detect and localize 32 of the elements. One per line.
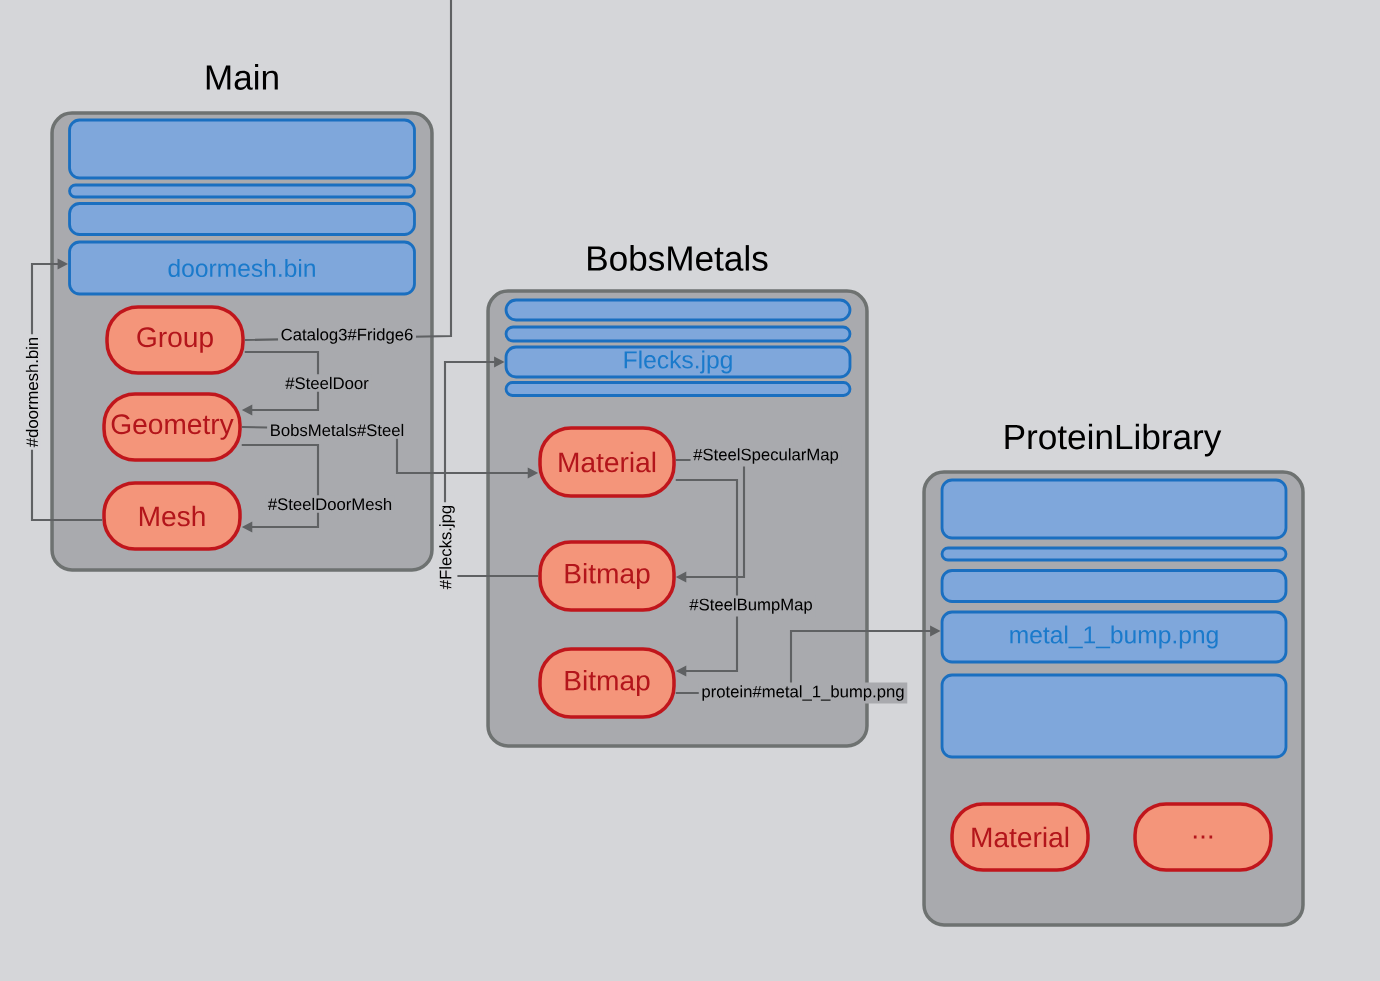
file-bar [940,478,1288,540]
edge-label: #SteelDoorMesh [265,495,395,513]
object-pill: Geometry [102,392,242,462]
object-pill: Bitmap [538,540,676,612]
edge-label: #SteelDoor [282,374,372,392]
file-bar [68,183,416,199]
file-bar: Flecks.jpg [504,345,852,379]
object-pill: Mesh [102,481,242,551]
file-bar [940,673,1288,759]
edge-label: Catalog3#Fridge6 [278,325,416,347]
object-pill: Bitmap [538,647,676,719]
panel-title: BobsMetals [588,245,768,271]
object-pill: Material [950,802,1090,872]
object-pill: ... [1133,802,1273,872]
file-bar [68,202,416,236]
file-bar [68,118,416,180]
file-bar: doormesh.bin [68,240,416,296]
panel-title: Main [206,64,278,90]
edge-label: #Flecks.jpg [436,502,458,592]
file-bar [940,546,1288,562]
panel-title: ProteinLibrary [1005,423,1222,457]
object-pill: Group [105,305,245,375]
file-bar [504,325,852,343]
file-bar [504,298,852,322]
connector-arrow [675,478,739,677]
file-bar [504,381,852,397]
object-pill: Material [538,426,676,498]
connector-arrow [241,443,320,533]
file-bar: metal_1_bump.png [940,610,1288,664]
edge-label: #doormesh.bin [23,334,41,450]
edge-label: BobsMetals#Steel [267,421,407,439]
file-bar [940,569,1288,603]
